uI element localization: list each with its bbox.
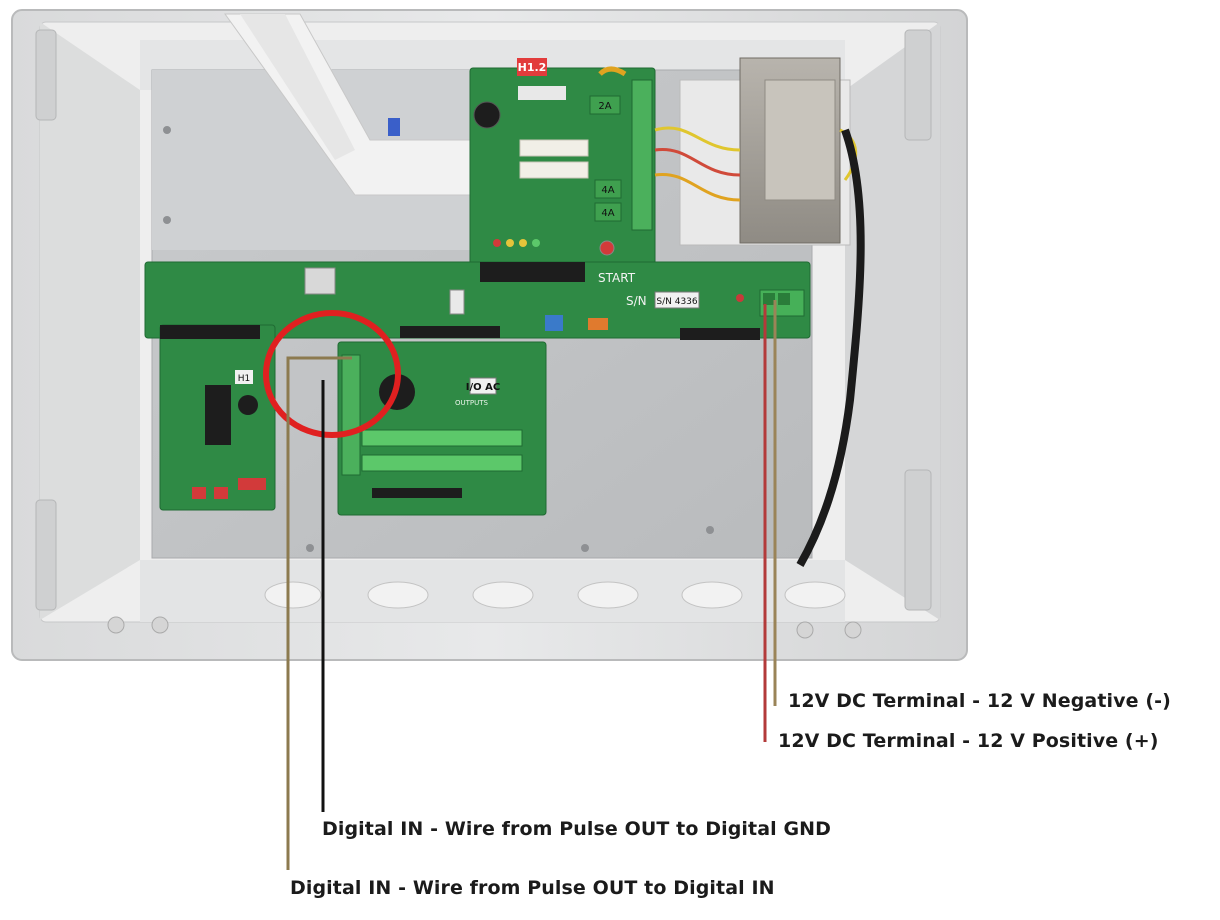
serial-prefix: S/N	[626, 294, 647, 308]
fuse-4a-bottom-label: 4A	[601, 208, 614, 219]
cable-glands	[107, 581, 862, 639]
fuse-4a-top-label: 4A	[601, 185, 614, 196]
io-board-tag: I/O AC	[466, 382, 500, 393]
serial-tag: S/N 4336	[656, 297, 698, 307]
left-board: H1	[159, 324, 276, 511]
power-supply-board: H1.2 2A 4A 4A	[469, 58, 656, 269]
callout-digital-gnd: Digital IN - Wire from Pulse OUT to Digi…	[322, 818, 832, 840]
left-board-tag: H1	[238, 374, 251, 384]
callout-12v-negative: 12V DC Terminal - 12 V Negative (-)	[788, 690, 1171, 712]
io-outputs-label: OUTPUTS	[455, 399, 489, 407]
wire-in	[286, 356, 352, 870]
io-board: I/O AC OUTPUTS	[337, 341, 547, 516]
transformer	[654, 57, 858, 246]
highlight-circle	[263, 310, 401, 438]
start-label: START	[598, 271, 636, 285]
callout-digital-in: Digital IN - Wire from Pulse OUT to Digi…	[290, 877, 775, 899]
fuse-h12-label: H1.2	[518, 61, 547, 74]
fuse-2a-label: 2A	[598, 101, 611, 112]
callout-12v-positive: 12V DC Terminal - 12 V Positive (+)	[778, 730, 1159, 752]
power-cable	[796, 128, 865, 567]
